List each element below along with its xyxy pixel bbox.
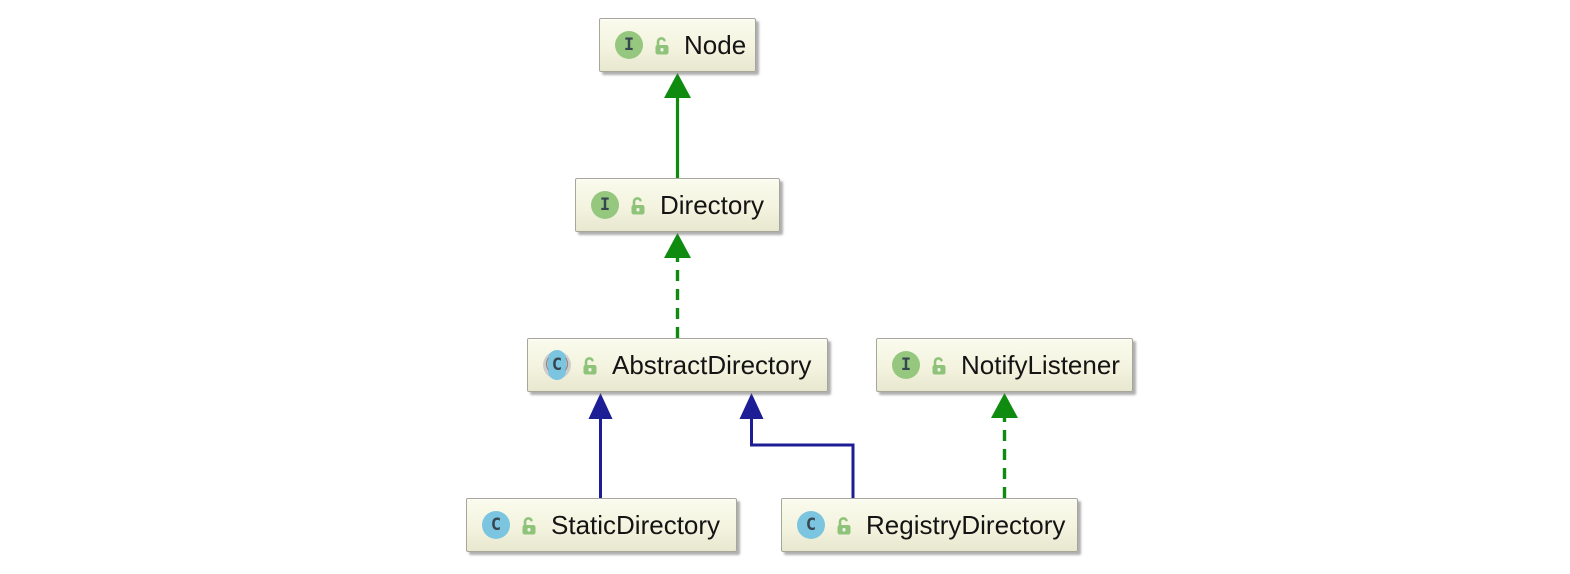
abstract-paren-close: ): [562, 356, 571, 373]
abstract-paren-open: (: [543, 356, 552, 373]
class-node-staticdirectory[interactable]: C StaticDirectory: [466, 498, 737, 552]
class-node-label: StaticDirectory: [551, 509, 721, 540]
interface-icon-letter: I: [623, 35, 635, 55]
class-icon-letter: C: [490, 515, 502, 535]
interface-icon: I: [892, 351, 920, 379]
public-lock-icon: [583, 356, 597, 374]
class-node-abstractdirectory[interactable]: ( C ) AbstractDirectory: [527, 338, 828, 392]
arrowhead: [991, 393, 1018, 418]
class-node-label: Directory: [660, 189, 765, 220]
arrowhead: [588, 393, 613, 419]
public-lock-icon: [932, 356, 946, 374]
class-node-registrydirectory[interactable]: C RegistryDirectory: [781, 498, 1078, 552]
arrowhead: [739, 393, 764, 419]
interface-icon: I: [615, 31, 643, 59]
class-node-label: AbstractDirectory: [612, 349, 812, 380]
public-lock-icon: [837, 516, 851, 534]
class-icon-letter: C: [551, 355, 563, 375]
class-icon: C: [482, 511, 510, 539]
class-icon-letter: C: [805, 515, 817, 535]
edge-directory-extends-node: [664, 73, 691, 178]
class-node-directory[interactable]: I Directory: [575, 178, 780, 232]
abstract-class-icon: ( C ): [543, 350, 571, 380]
interface-icon-letter: I: [900, 355, 912, 375]
interface-icon-letter: I: [599, 195, 611, 215]
class-node-notifylistener[interactable]: I NotifyListener: [876, 338, 1133, 392]
class-node-label: NotifyListener: [961, 349, 1120, 380]
edge-staticdirectory-extends-abstractdirectory: [588, 393, 613, 498]
interface-icon: I: [591, 191, 619, 219]
public-lock-icon: [631, 196, 645, 214]
class-icon: C: [797, 511, 825, 539]
public-lock-icon: [655, 36, 669, 54]
abstract-class-icon-band: [548, 350, 566, 380]
class-node-node[interactable]: I Node: [599, 18, 756, 72]
public-lock-icon: [522, 516, 536, 534]
arrowhead: [664, 73, 691, 98]
class-node-label: RegistryDirectory: [866, 509, 1066, 540]
edge-abstractdirectory-implements-directory: [664, 233, 691, 338]
class-node-label: Node: [684, 29, 747, 60]
arrowhead: [664, 233, 691, 258]
edge-registrydirectory-implements-notifylistener: [991, 393, 1018, 498]
edge-registrydirectory-extends-abstractdirectory: [739, 393, 855, 498]
